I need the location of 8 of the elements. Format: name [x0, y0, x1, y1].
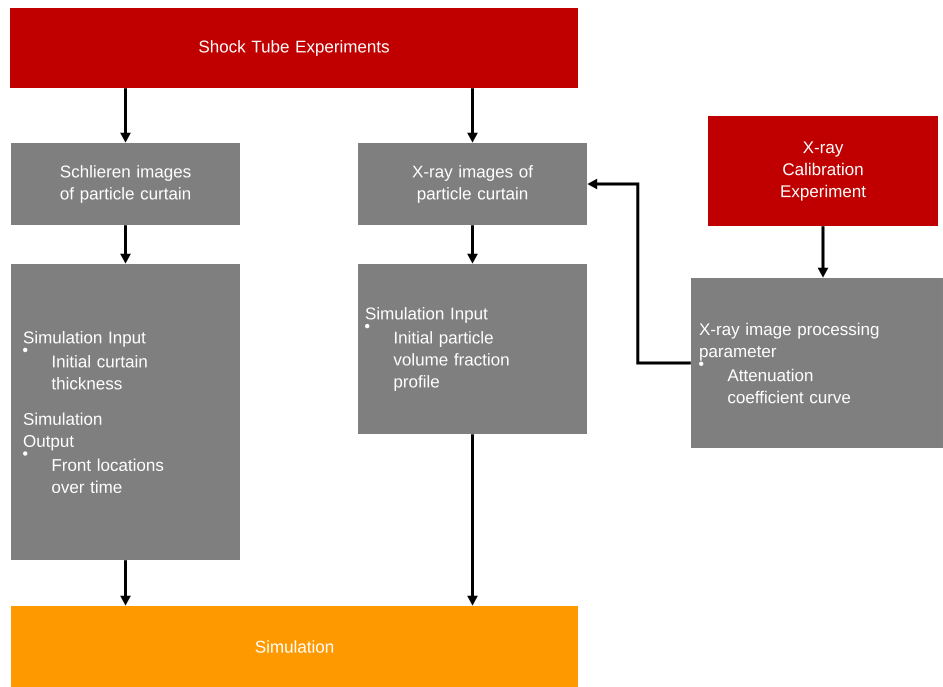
title-bar: Shock Tube Experiments — [10, 8, 578, 88]
process-box: Simulation Input Initial curtain thickness Simulation Output Front locations over time — [11, 264, 240, 560]
process-box: Schlieren images of particle curtain — [11, 143, 240, 225]
process-box: X-ray Calibration Experiment — [708, 116, 938, 226]
result-bar: Simulation — [11, 606, 578, 687]
process-box: Simulation Input Initial particle volume fraction profile — [358, 264, 587, 434]
process-box: X-ray image processing parameter Attenuation coefficient curve — [691, 278, 943, 448]
process-box: X-ray images of particle curtain — [358, 143, 587, 225]
